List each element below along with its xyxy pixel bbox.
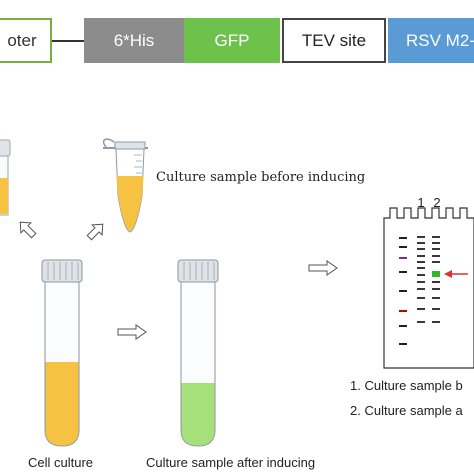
legend-item-1: 1. Culture sample b [350,378,463,393]
marker-lane [399,237,407,345]
promoter-label: oter [7,30,37,50]
lane-2-bands [432,236,440,323]
after-inducing-tube [177,259,219,447]
lane-1-bands [417,236,425,323]
rsv-box: RSV M2- [388,18,474,63]
microtube-before [102,138,148,233]
legend-item-2: 2. Culture sample a [350,403,463,418]
band-pointer-arrow [444,270,468,278]
gel [383,207,474,369]
arrow-up-left [19,221,37,239]
rsv-label: RSV M2- [406,30,474,50]
arrow-up-right [86,223,104,241]
cell-culture-label: Cell culture [28,455,94,470]
his-tag-label: 6*His [113,30,155,50]
his-tag-box: 6*His [84,18,184,63]
arrow-to-after [117,324,147,340]
lane-1-number: 1 [417,195,424,210]
gfp-box: GFP [184,18,280,63]
partial-tube-left [0,139,11,216]
cell-culture-tube [41,259,83,447]
after-inducing-label: Culture sample after inducing [146,455,316,470]
gfp-label: GFP [214,30,250,50]
lane-2-number: 2 [433,195,440,210]
tev-site-box: TEV site [282,18,386,63]
gfp-fusion-band [432,271,440,277]
construct-line [52,40,84,42]
before-inducing-label: Culture sample before inducing [156,170,366,185]
promoter-box: oter [0,18,52,63]
arrow-to-gel [308,260,338,276]
tev-site-label: TEV site [301,30,367,50]
